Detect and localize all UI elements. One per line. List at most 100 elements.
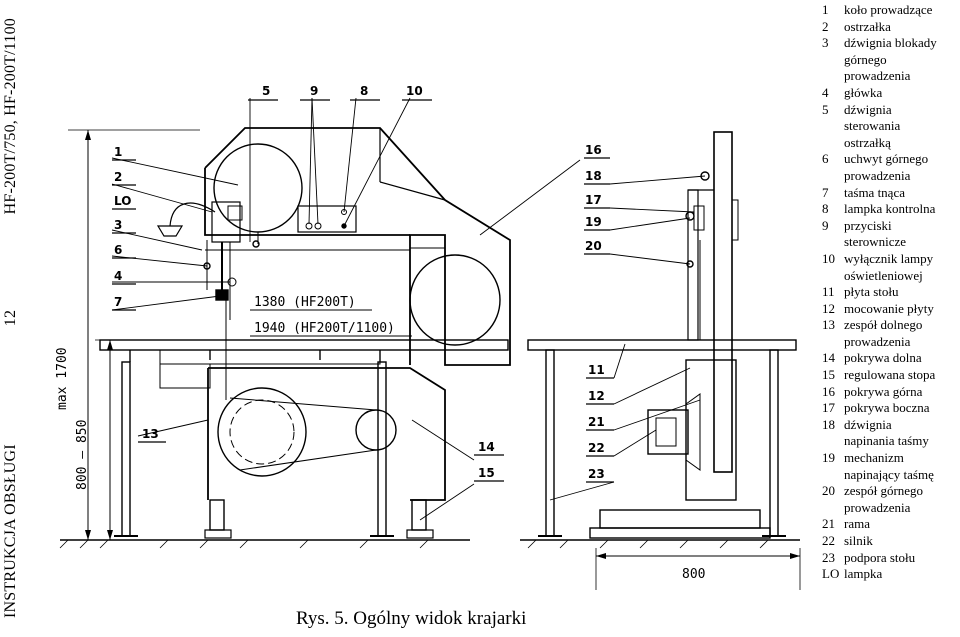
legend-item: górnego: [822, 52, 960, 69]
side-header: INSTRUKCJA OBSŁUGI 12 HF-200T/750, HF-200T…: [0, 0, 22, 637]
legend-item-number: [822, 168, 844, 185]
legend-item: 1 koło prowadzące: [822, 2, 960, 19]
legend-item-text: górnego: [844, 51, 887, 67]
callout-front-9: 9: [310, 84, 318, 98]
callout-side-19: 19: [585, 215, 602, 229]
dimension-table-height: 800 – 850: [75, 420, 90, 490]
technical-drawing: 1 2 LO 3 6 4 7 13 5 9 8 10 14 15 16 18 1…: [55, 84, 801, 590]
legend-item-number: 22: [822, 533, 835, 548]
side-header-text: INSTRUKCJA OBSŁUGI 12 HF-200T/750, HF-200T…: [2, 18, 20, 618]
callout-front-13: 13: [142, 427, 159, 441]
legend-item-number: 15: [822, 367, 835, 383]
legend-item: 2 ostrzałka: [822, 19, 960, 36]
legend-item-number: [822, 433, 844, 450]
callout-side-16: 16: [585, 143, 602, 157]
legend-item-number: [822, 118, 844, 135]
callout-front-5: 5: [262, 84, 270, 98]
legend-item-number: 4: [822, 84, 829, 100]
legend-item-number: 18: [822, 416, 835, 432]
legend-item-text: dźwignia: [844, 416, 892, 432]
callout-side-11: 11: [588, 363, 605, 377]
legend-item-number: [822, 334, 844, 351]
legend-item-number: 17: [822, 400, 835, 416]
legend-item-text: ostrzałka: [844, 18, 891, 34]
legend-item-number: 3: [822, 35, 829, 51]
legend-item-text: płyta stołu: [844, 284, 899, 300]
legend-item: prowadzenia: [822, 168, 960, 185]
legend-item-number: [822, 467, 844, 484]
legend-item-number: 5: [822, 101, 829, 117]
legend-item-text: dźwignia: [844, 101, 892, 117]
callout-front-4: 4: [114, 269, 122, 283]
legend-item: sterowania: [822, 118, 960, 135]
legend-item-text: napinania taśmy: [844, 433, 929, 449]
callout-side-23: 23: [588, 467, 605, 481]
legend-item: sterownicze: [822, 234, 960, 251]
legend-item-text: koło prowadzące: [844, 2, 933, 17]
legend-item-text: regulowana stopa: [844, 367, 936, 383]
header-manual-title: INSTRUKCJA OBSŁUGI: [2, 444, 19, 618]
header-page-number: 12: [2, 309, 19, 327]
callout-front-7: 7: [114, 295, 122, 309]
callout-front-8: 8: [360, 84, 368, 98]
legend-item-text: uchwyt górnego: [844, 151, 929, 167]
legend-item-text: rama: [844, 516, 870, 532]
callout-front-6: 6: [114, 243, 122, 257]
callout-front-3: 3: [114, 218, 122, 232]
legend-item-text: zespół górnego: [844, 483, 924, 499]
legend-item-number: [822, 135, 844, 152]
legend-item-text: dźwignia blokady: [844, 35, 937, 51]
legend-item: 5 dźwignia: [822, 102, 960, 119]
legend-item: 21 rama: [822, 516, 960, 533]
legend-item: prowadzenia: [822, 334, 960, 351]
legend-item-text: zespół dolnego: [844, 317, 923, 333]
legend-item-number: 23: [822, 549, 835, 565]
legend-item-number: 16: [822, 383, 835, 399]
legend-item: 6 uchwyt górnego: [822, 151, 960, 168]
legend-item: 3 dźwignia blokady: [822, 35, 960, 52]
legend-item-text: prowadzenia: [844, 499, 911, 515]
legend-item: ostrzałką: [822, 135, 960, 152]
callout-front-15: 15: [478, 466, 495, 480]
callout-side-12: 12: [588, 389, 605, 403]
legend-item-number: 20: [822, 483, 835, 499]
legend-item-number: 1: [822, 2, 829, 17]
figure-caption: Rys. 5. Ogólny widok krajarki: [296, 608, 527, 629]
legend-item-text: przyciski: [844, 217, 892, 233]
legend-item-number: 21: [822, 516, 835, 532]
legend-item-text: główka: [844, 84, 883, 100]
callout-side-17: 17: [585, 193, 602, 207]
callout-front-14: 14: [478, 440, 495, 454]
legend-item: 15 regulowana stopa: [822, 367, 960, 384]
legend-item-number: [822, 500, 844, 517]
legend-item-text: taśma tnąca: [844, 184, 905, 200]
legend-item-number: [822, 68, 844, 85]
legend-item-text: prowadzenia: [844, 68, 911, 84]
legend-item-text: ostrzałką: [844, 134, 891, 150]
legend-item-text: lampka: [844, 566, 883, 582]
callout-front-10: 10: [406, 84, 423, 98]
legend-item-number: 11: [822, 284, 835, 300]
legend-item-number: 12: [822, 300, 835, 316]
header-model-names: HF-200T/750, HF-200T/1100: [2, 18, 19, 215]
legend-item-text: napinający taśmę: [844, 466, 934, 482]
legend-item-number: 2: [822, 18, 829, 34]
legend-item-text: silnik: [844, 533, 873, 548]
legend-item-number: 10: [822, 250, 835, 266]
legend-item-number: 6: [822, 151, 829, 167]
callout-side-18: 18: [585, 169, 602, 183]
legend-item-number: [822, 52, 844, 69]
legend-item: 11 płyta stołu: [822, 284, 960, 301]
legend-item: 18 dźwignia: [822, 417, 960, 434]
legend-item-text: pokrywa dolna: [844, 350, 922, 366]
